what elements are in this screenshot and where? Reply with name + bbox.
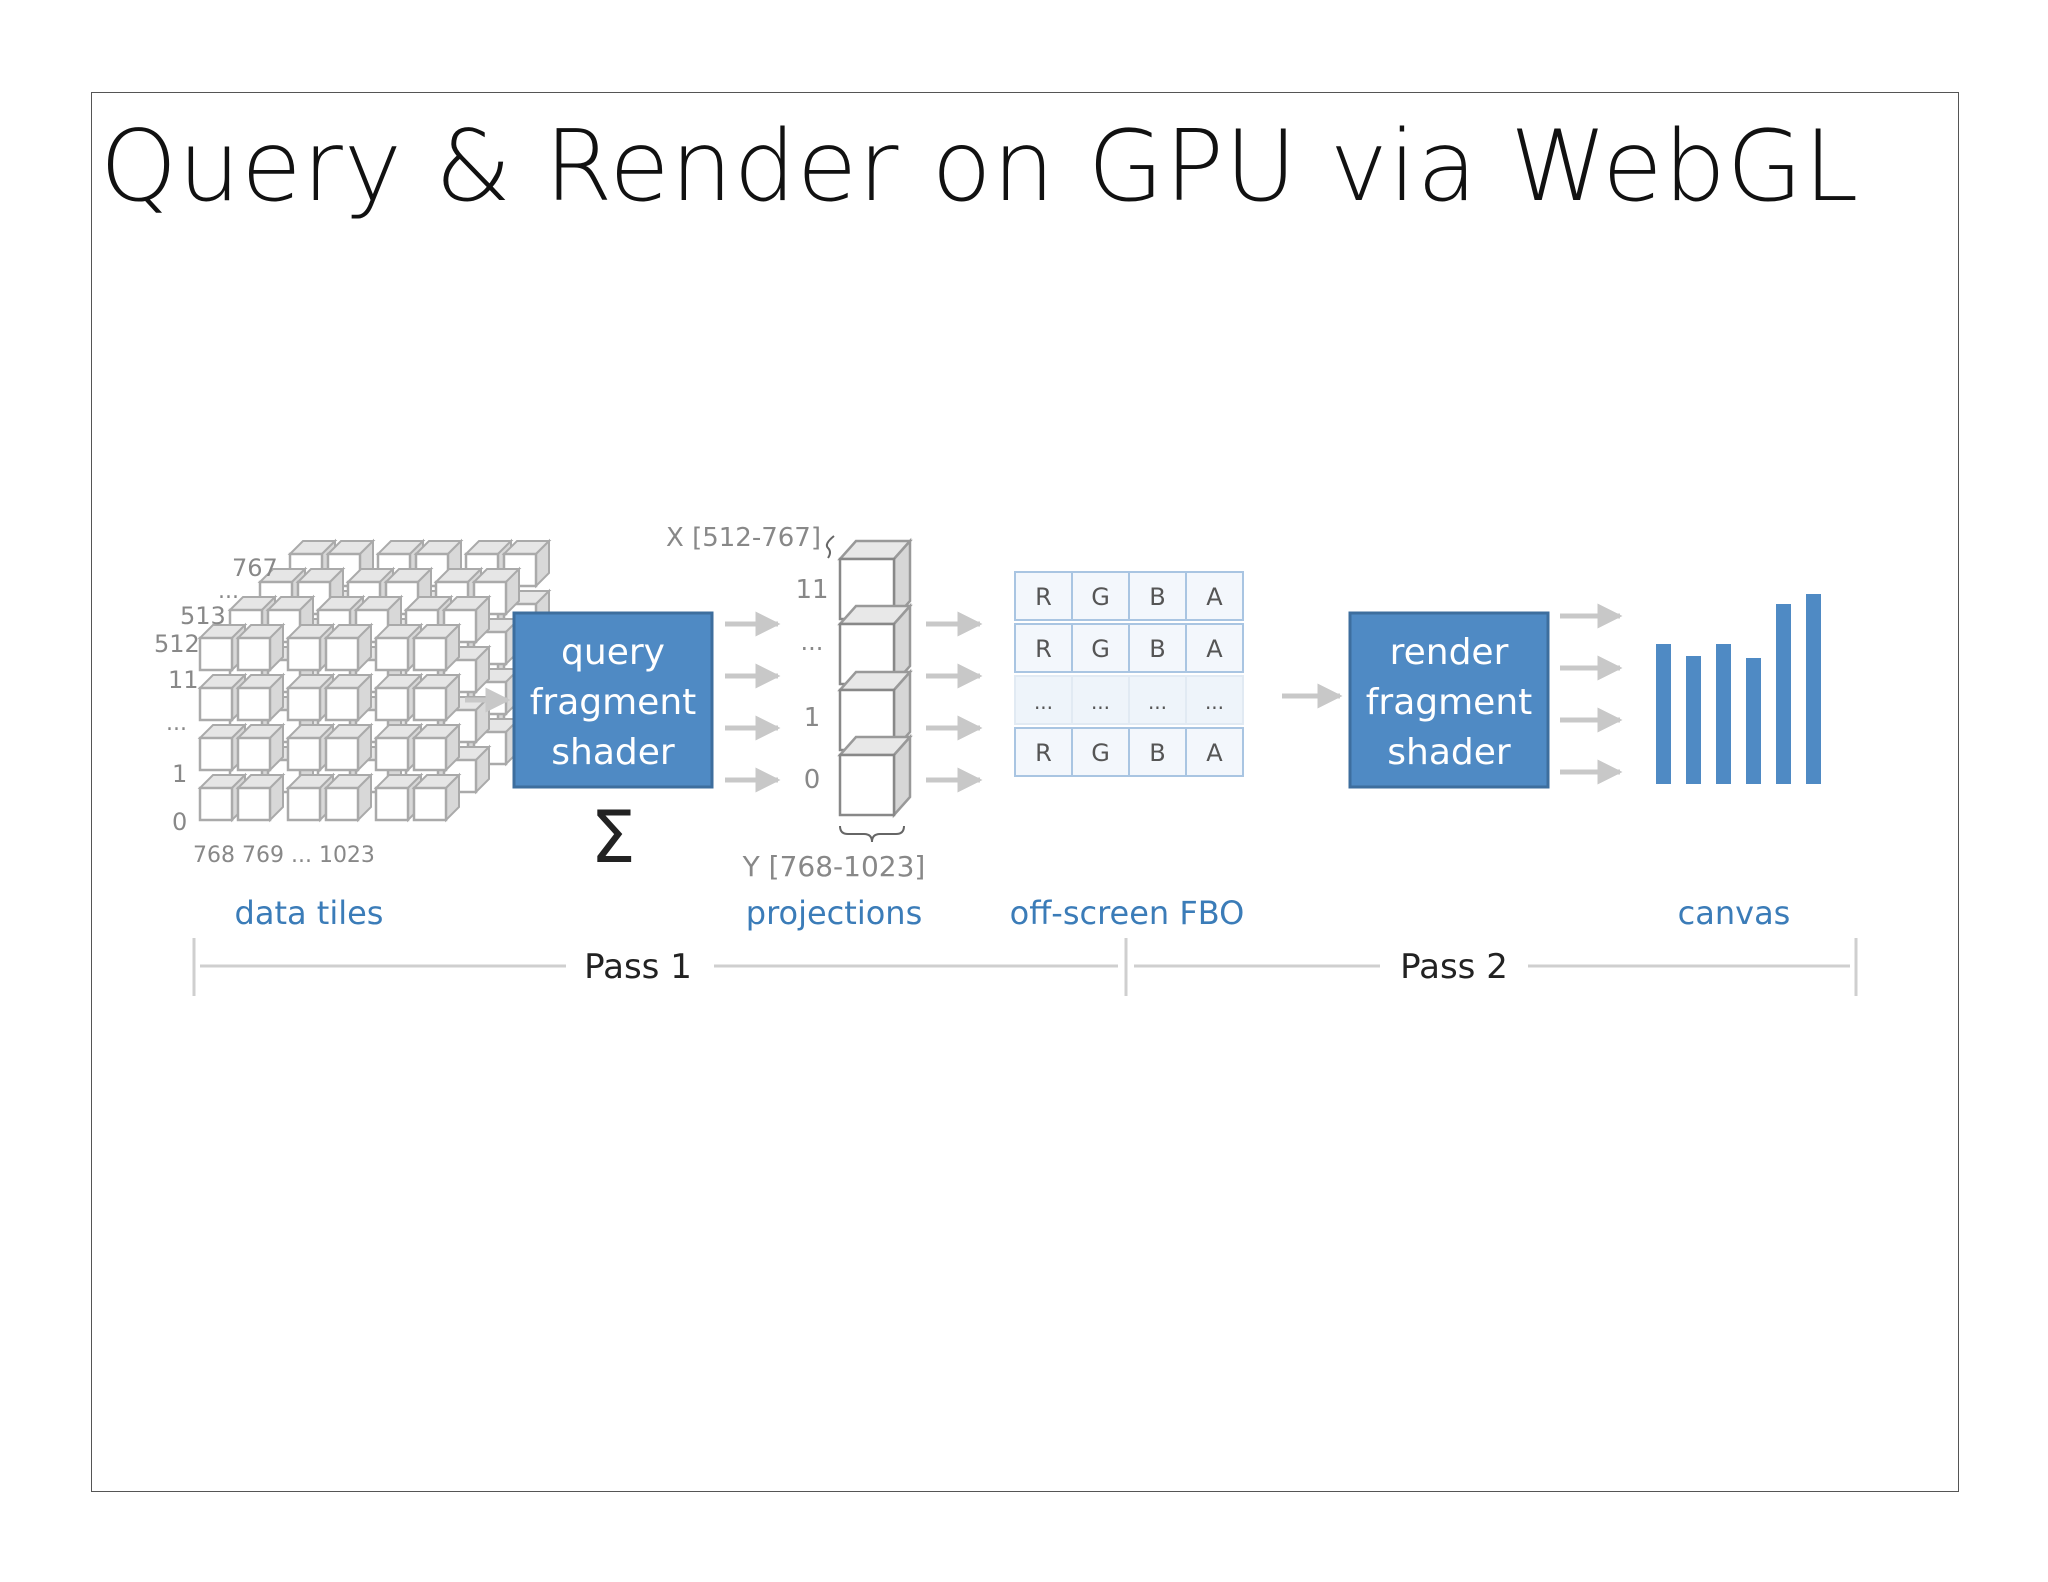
fbo-cell: G xyxy=(1091,739,1110,767)
proj-label-ellipsis: ... xyxy=(801,628,824,656)
data-tile-cube xyxy=(323,722,374,773)
arrows-projections-to-fbo xyxy=(926,611,983,793)
projections-y-range: Y [768-1023] xyxy=(742,850,926,883)
fbo-cell: ... xyxy=(1091,690,1110,714)
fbo-cell: R xyxy=(1035,635,1052,663)
tiles-z-label-512: 512 xyxy=(154,630,200,658)
projection-cube xyxy=(837,537,913,623)
canvas-bar xyxy=(1806,594,1821,784)
proj-label-11: 11 xyxy=(795,575,828,605)
fbo-cell: ... xyxy=(1034,690,1053,714)
data-tile-cube xyxy=(411,622,462,673)
data-tile-cube xyxy=(235,672,286,723)
proj-label-0: 0 xyxy=(804,765,821,795)
fbo-grid: R G B A R G B A............ R G B A xyxy=(1014,571,1244,777)
data-tile-cube xyxy=(323,672,374,723)
projections-x-range: X [512-767] xyxy=(666,523,821,553)
data-tiles-cube-grid xyxy=(197,538,552,823)
data-tile-cube xyxy=(285,622,336,673)
render-shader-line-2: fragment xyxy=(1366,682,1533,723)
canvas-bar xyxy=(1686,656,1701,784)
data-tile-cube xyxy=(411,672,462,723)
tiles-y-label-0: 0 xyxy=(172,808,187,836)
tiles-z-label-767: 767 xyxy=(232,554,278,582)
query-shader-line-1: query xyxy=(561,632,665,673)
canvas-label: canvas xyxy=(1678,894,1791,932)
fbo-cell: B xyxy=(1149,635,1165,663)
canvas-bar xyxy=(1716,644,1731,784)
query-shader-line-2: fragment xyxy=(530,682,697,723)
data-tile-cube xyxy=(235,622,286,673)
projections-index-labels: 11 ... 1 0 xyxy=(795,575,828,795)
data-tile-cube xyxy=(235,772,286,823)
projections-x-brace xyxy=(825,535,835,559)
data-tile-cube xyxy=(411,772,462,823)
fbo-cell: ... xyxy=(1205,690,1224,714)
sigma-symbol: Σ xyxy=(590,795,636,879)
data-tiles-label: data tiles xyxy=(235,894,384,932)
data-tile-cube xyxy=(323,772,374,823)
data-tile-cube xyxy=(471,566,522,617)
slide-title: Query & Render on GPU via WebGL xyxy=(100,110,1860,224)
data-tile-cube xyxy=(411,722,462,773)
query-shader-line-3: shader xyxy=(551,732,675,773)
fbo-cell: ... xyxy=(1148,690,1167,714)
fbo-label: off-screen FBO xyxy=(1010,894,1245,932)
tiles-z-label-513: 513 xyxy=(180,602,226,630)
tiles-z-label-ellipsis: ... xyxy=(218,579,239,604)
pass-timeline: Pass 1 Pass 2 xyxy=(192,938,1858,996)
canvas-bar xyxy=(1656,644,1671,784)
projection-cube xyxy=(837,668,913,754)
tiles-y-label-ellipsis: ... xyxy=(166,711,187,736)
fbo-row: ............ xyxy=(1014,675,1244,725)
projection-cube xyxy=(837,733,913,819)
arrows-render-to-canvas xyxy=(1560,603,1623,785)
fbo-cell: A xyxy=(1206,635,1223,663)
fbo-cell: R xyxy=(1035,739,1052,767)
data-tiles-axis-labels: 767 ... 513 512 11 ... 1 0 768 769 ... 1… xyxy=(154,554,375,868)
query-fragment-shader-box: query fragment shader xyxy=(512,611,714,789)
fbo-cell: G xyxy=(1091,583,1110,611)
canvas-bars xyxy=(1656,594,1821,784)
fbo-cell: B xyxy=(1149,583,1165,611)
fbo-cell: B xyxy=(1149,739,1165,767)
fbo-cell: R xyxy=(1035,583,1052,611)
render-shader-line-3: shader xyxy=(1387,732,1511,773)
render-fragment-shader-box: render fragment shader xyxy=(1348,611,1550,789)
arrows-query-to-projections xyxy=(725,611,781,793)
canvas-bar xyxy=(1746,658,1761,784)
tiles-x-labels: 768 769 ... 1023 xyxy=(193,843,375,868)
render-shader-line-1: render xyxy=(1390,632,1509,673)
canvas-bar xyxy=(1776,604,1791,784)
data-tile-cube xyxy=(323,622,374,673)
pass-2-label: Pass 2 xyxy=(1400,947,1508,987)
projections-stack xyxy=(837,537,913,819)
projections-y-brace xyxy=(839,825,905,843)
proj-label-1: 1 xyxy=(804,703,821,733)
data-tile-cube xyxy=(235,722,286,773)
projections-label: projections xyxy=(746,894,922,932)
fbo-cell: G xyxy=(1091,635,1110,663)
pass-1-label: Pass 1 xyxy=(584,947,692,987)
tiles-y-label-11: 11 xyxy=(168,666,199,694)
tiles-y-label-1: 1 xyxy=(172,760,187,788)
fbo-cell: A xyxy=(1206,583,1223,611)
fbo-cell: A xyxy=(1206,739,1223,767)
